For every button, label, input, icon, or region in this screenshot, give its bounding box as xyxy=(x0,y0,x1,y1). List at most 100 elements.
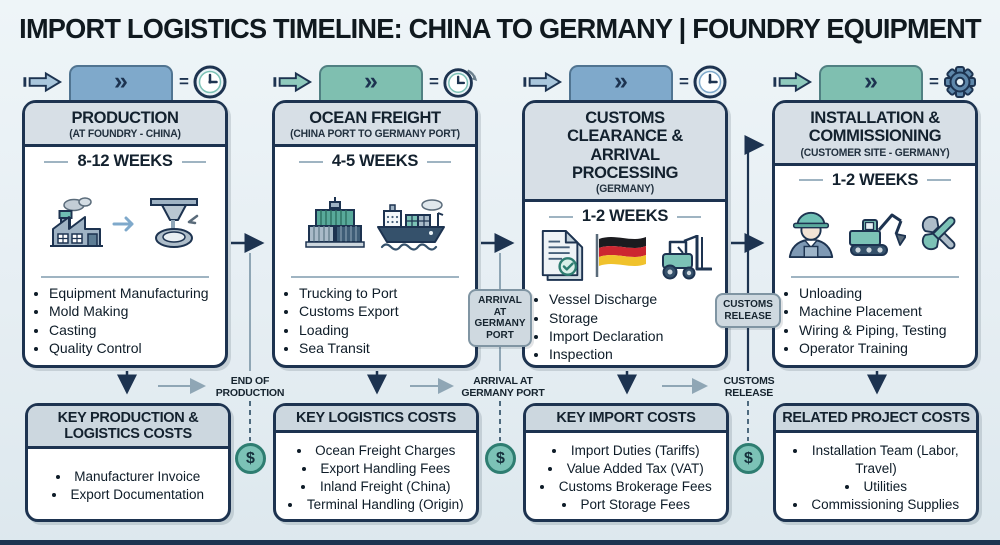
equals-sign: = xyxy=(929,72,939,91)
stage-icons xyxy=(275,171,475,276)
cost-item: Commissioning Supplies xyxy=(780,496,972,514)
flow-arrow-icon xyxy=(273,71,313,93)
bullet-item: Wiring & Piping, Testing xyxy=(799,321,975,339)
cost-item: Utilities xyxy=(780,478,972,496)
cost-box-import: KEY IMPORT COSTS Import Duties (Tariffs)… xyxy=(523,403,729,522)
stage-title: CUSTOMS CLEARANCE & ARRIVAL PROCESSING xyxy=(567,108,683,183)
excavator-icon xyxy=(849,213,906,256)
stage-tab: » xyxy=(319,64,423,100)
bullet-item: Casting xyxy=(49,321,225,339)
customs-release-badge: CUSTOMS RELEASE xyxy=(715,293,781,328)
chevrons-icon: » xyxy=(364,66,378,95)
stage-production: PRODUCTION (AT FOUNDRY - CHINA) 8-12 WEE… xyxy=(22,100,228,368)
germany-flag-icon xyxy=(595,234,646,278)
stage-tab: » xyxy=(69,64,173,100)
cost-item-list: Ocean Freight Charges Export Handling Fe… xyxy=(276,437,476,519)
cost-item: Ocean Freight Charges xyxy=(280,442,472,460)
cost-box-logistics: KEY LOGISTICS COSTS Ocean Freight Charge… xyxy=(273,403,479,522)
cost-box-title: RELATED PROJECT COSTS xyxy=(776,406,976,434)
flow-arrow-icon xyxy=(773,71,813,93)
duration-label: 4-5 WEEKS xyxy=(331,152,419,171)
tools-icon xyxy=(921,215,956,251)
casting-mold-icon xyxy=(150,197,199,248)
cost-item-list: Installation Team (Labor, Travel) Utilit… xyxy=(776,437,976,519)
duration-label: 8-12 WEEKS xyxy=(77,152,173,171)
chevrons-icon: » xyxy=(614,66,628,95)
milestone-end-of-production: END OF PRODUCTION xyxy=(215,375,285,400)
stage-2-deco: » = xyxy=(272,63,478,101)
stage-tab: » xyxy=(819,64,923,100)
milestone-customs-release: CUSTOMS RELEASE xyxy=(723,375,775,400)
bullet-item: Loading xyxy=(299,321,475,339)
factory-icon xyxy=(50,197,103,247)
duration-row: 8-12 WEEKS xyxy=(25,152,225,171)
gear-icon xyxy=(943,66,976,98)
forklift-icon xyxy=(662,235,712,280)
chevrons-icon: » xyxy=(114,66,128,95)
cost-item: Import Duties (Tariffs) xyxy=(530,442,722,460)
cost-item-list: Manufacturer Invoice Export Documentatio… xyxy=(28,453,228,519)
cost-box-related-project: RELATED PROJECT COSTS Installation Team … xyxy=(773,403,979,522)
milestone-arrival-germany-port: ARRIVAL AT GERMANY PORT xyxy=(461,375,545,400)
flow-arrow-icon xyxy=(523,71,563,93)
chevrons-icon: » xyxy=(864,66,878,95)
bullet-item: Quality Control xyxy=(49,339,225,357)
cost-item: Customs Brokerage Fees xyxy=(530,478,722,496)
duration-label: 1-2 WEEKS xyxy=(831,170,919,189)
bullet-item: Operator Training xyxy=(799,339,975,357)
cost-box-title: KEY IMPORT COSTS xyxy=(526,406,726,434)
divider xyxy=(41,276,209,279)
cost-item: Port Storage Fees xyxy=(530,496,722,514)
stage-bullet-list: Unloading Machine Placement Wiring & Pip… xyxy=(775,284,975,357)
cost-item-list: Import Duties (Tariffs) Value Added Tax … xyxy=(526,437,726,519)
cost-item: Installation Team (Labor, Travel) xyxy=(780,442,972,478)
technician-icon xyxy=(788,211,834,259)
cargo-ship-icon xyxy=(376,199,445,251)
equals-sign: = xyxy=(179,72,189,91)
clock-transit-icon xyxy=(443,68,478,98)
duration-row: 1-2 WEEKS xyxy=(775,171,975,190)
arrival-port-badge: ARRIVAL AT GERMANY PORT xyxy=(468,289,532,347)
stage-tab: » xyxy=(569,64,673,100)
stage-title: INSTALLATION & COMMISSIONING xyxy=(808,108,942,146)
stage-header: OCEAN FREIGHT (CHINA PORT TO GERMANY POR… xyxy=(275,103,475,148)
cost-box-title: KEY LOGISTICS COSTS xyxy=(276,406,476,434)
cost-dollar-icon: $ xyxy=(485,443,516,474)
cost-box-production-logistics: KEY PRODUCTION & LOGISTICS COSTS Manufac… xyxy=(25,403,231,522)
page-title: IMPORT LOGISTICS TIMELINE: CHINA TO GERM… xyxy=(19,13,981,44)
cost-box-title: KEY PRODUCTION & LOGISTICS COSTS xyxy=(28,406,228,450)
bullet-item: Import Declaration xyxy=(549,327,725,345)
bullet-item: Sea Transit xyxy=(299,339,475,357)
container-stack-icon xyxy=(304,196,365,248)
divider xyxy=(791,276,959,279)
duration-row: 1-2 WEEKS xyxy=(525,207,725,226)
stage-4-deco: » = xyxy=(772,63,978,101)
bullet-item: Customs Export xyxy=(299,302,475,320)
stage-1-deco: » = xyxy=(22,63,228,101)
cost-item: Export Documentation xyxy=(32,486,224,504)
customs-documents-icon xyxy=(541,230,584,282)
equals-sign: = xyxy=(429,72,439,91)
stage-subtitle: (CHINA PORT TO GERMANY PORT) xyxy=(290,128,460,141)
stage-header: PRODUCTION (AT FOUNDRY - CHINA) xyxy=(25,103,225,148)
flow-arrow-icon xyxy=(23,71,63,93)
bullet-item: Trucking to Port xyxy=(299,284,475,302)
stage-icons xyxy=(775,190,975,277)
cost-item: Manufacturer Invoice xyxy=(32,468,224,486)
equals-sign: = xyxy=(679,72,689,91)
stage-subtitle: (GERMANY) xyxy=(595,183,655,196)
stage-customs-clearance: CUSTOMS CLEARANCE & ARRIVAL PROCESSING (… xyxy=(522,100,728,368)
bullet-item: Storage xyxy=(549,309,725,327)
cost-item: Export Handling Fees xyxy=(280,460,472,478)
stage-bullet-list: Vessel Discharge Storage Import Declarat… xyxy=(525,290,725,363)
cost-item: Terminal Handling (Origin) xyxy=(280,496,472,514)
bullet-item: Inspection xyxy=(549,345,725,363)
stage-title: PRODUCTION xyxy=(71,108,179,127)
stage-ocean-freight: OCEAN FREIGHT (CHINA PORT TO GERMANY POR… xyxy=(272,100,478,368)
clock-icon xyxy=(193,65,227,99)
divider xyxy=(291,276,459,279)
bullet-item: Machine Placement xyxy=(799,302,975,320)
stage-title: OCEAN FREIGHT xyxy=(309,108,441,127)
stage-bullet-list: Trucking to Port Customs Export Loading … xyxy=(275,284,475,357)
bullet-item: Unloading xyxy=(799,284,975,302)
